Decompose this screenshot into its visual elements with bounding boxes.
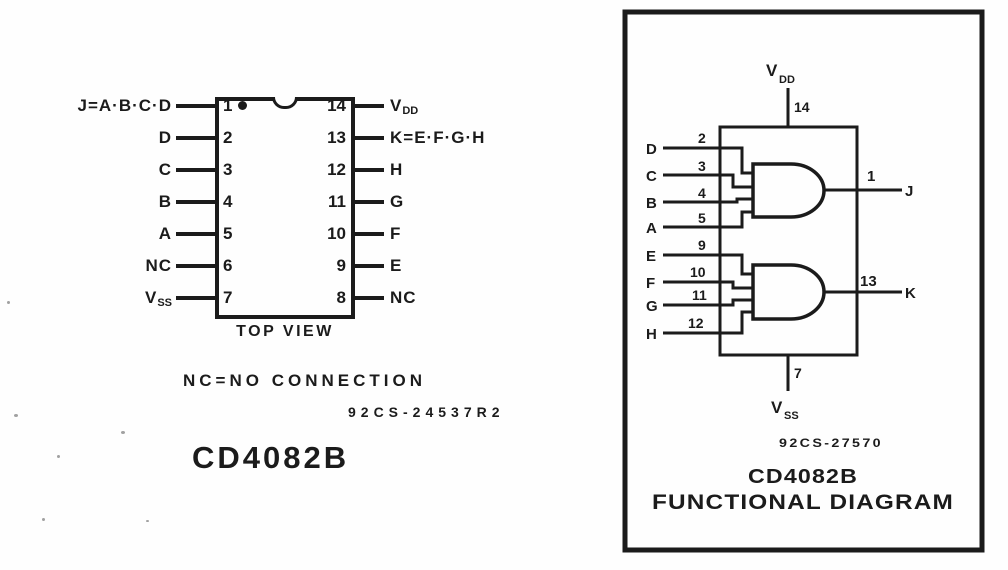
pin-line (351, 264, 384, 268)
print-noise (7, 301, 10, 304)
input-label: A (646, 220, 657, 237)
input-line-a (663, 210, 753, 229)
pin-number: 9 (336, 256, 346, 275)
input-label: F (646, 275, 655, 292)
pin-number: 4 (223, 192, 233, 211)
panel-border (622, 9, 985, 553)
nc-note: NC=NO CONNECTION (183, 371, 426, 390)
vss-pin: 7 (794, 365, 802, 381)
print-noise (14, 414, 18, 417)
input-line-g (663, 298, 753, 307)
print-noise (146, 520, 149, 522)
output-pin-j: 1 (867, 168, 875, 185)
pin-label: D (158, 128, 172, 147)
pin-1-dot (238, 101, 247, 110)
functional-title-caption: FUNCTIONAL DIAGRAM (652, 491, 954, 514)
print-noise (42, 518, 45, 521)
pin-number: 5 (223, 224, 233, 243)
input-pin: 10 (690, 264, 706, 280)
functional-diagram-panel: V DD 14 D C B A 2 3 4 5 1 J E F G H (622, 9, 985, 553)
pin-line (176, 168, 219, 172)
pin-line (176, 264, 219, 268)
pin-label: A (158, 224, 172, 243)
vss-sub: SS (784, 410, 799, 422)
input-line-e (663, 253, 753, 276)
pin-number: 10 (327, 224, 346, 243)
input-pin: 4 (698, 185, 706, 201)
input-line-b (663, 197, 753, 204)
pin-number: 8 (336, 288, 346, 307)
pin-label: G (390, 192, 405, 211)
input-line-f (663, 280, 753, 290)
pin-label: E (390, 256, 403, 275)
pin-number: 1 (223, 96, 233, 115)
pin-number: 12 (327, 160, 346, 179)
pin-line (351, 136, 384, 140)
pin-line (351, 232, 384, 236)
vdd-pin: 14 (794, 99, 810, 115)
print-noise (121, 431, 125, 434)
pin-line (176, 136, 219, 140)
output-pin-k: 13 (860, 273, 877, 290)
input-pin: 9 (698, 237, 706, 253)
pin-number: 2 (223, 128, 233, 147)
pin-line (176, 296, 219, 300)
pin-line (176, 200, 219, 204)
input-pin: 5 (698, 210, 706, 226)
input-label: E (646, 248, 656, 265)
pin-line (351, 296, 384, 300)
pin-line (351, 104, 384, 108)
vdd-sub: DD (779, 74, 795, 86)
pin-label: H (390, 160, 404, 179)
pin-line (351, 168, 384, 172)
print-noise (57, 455, 60, 458)
pin-number: 6 (223, 256, 233, 275)
pin-label: K=E·F·G·H (390, 128, 486, 147)
pin-number: 3 (223, 160, 233, 179)
input-label: C (646, 168, 657, 185)
input-pin: 3 (698, 158, 706, 174)
pin-label: NC (390, 288, 417, 307)
pin-line (176, 232, 219, 236)
input-line-d (663, 146, 753, 175)
pin-label: C (158, 160, 172, 179)
part-number-title: CD4082B (192, 440, 350, 475)
vss-label: V (771, 398, 783, 417)
pin-label: NC (145, 256, 172, 275)
pin-label: VSS (144, 288, 172, 309)
functional-title-part: CD4082B (748, 466, 858, 488)
input-line-c (663, 173, 753, 189)
pin-label: B (158, 192, 172, 211)
pin-number: 14 (327, 96, 346, 115)
pin-number: 7 (223, 288, 233, 307)
pin-label: J=A·B·C·D (77, 96, 172, 115)
figure-code-left: 92CS-24537R2 (348, 404, 505, 420)
pin-line (176, 104, 219, 108)
input-line-h (663, 310, 753, 335)
output-label-j: J (905, 183, 913, 200)
top-view-caption: TOP VIEW (236, 323, 334, 340)
figure-code-right: 92CS-27570 (779, 436, 883, 450)
input-label: D (646, 141, 657, 158)
input-label: B (646, 195, 657, 212)
pin-line (351, 200, 384, 204)
pin-number: 13 (327, 128, 346, 147)
and-gate-2 (751, 263, 826, 321)
output-label-k: K (905, 285, 916, 302)
input-label: G (646, 298, 658, 315)
input-label: H (646, 326, 657, 343)
and-gate-1 (751, 162, 826, 219)
pin-label: F (390, 224, 402, 243)
pin-label: VDD (390, 96, 419, 117)
input-pin: 12 (688, 315, 704, 331)
input-pin: 11 (692, 287, 707, 303)
vdd-label: V (766, 61, 778, 80)
pin-number: 11 (328, 192, 346, 211)
input-pin: 2 (698, 130, 706, 146)
